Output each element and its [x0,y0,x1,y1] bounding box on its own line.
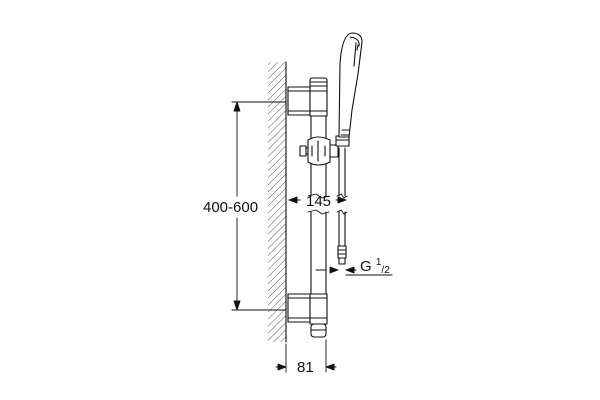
hand-shower [338,32,363,138]
break-lines [307,193,348,215]
thread-label: G 1/2 [360,257,390,276]
upper-wall-bracket [287,86,311,116]
wall [268,61,287,343]
height-range-label: 400-600 [203,199,259,216]
thread-separator: / [381,265,385,276]
slider-holder [299,135,350,166]
thread-prefix: G [360,258,372,275]
slide-rail-lower [309,211,328,338]
shower-hose [337,147,347,265]
wall-offset-label: 81 [297,359,314,376]
thread-dimension [315,266,393,276]
height-dimension [231,101,287,311]
bar-to-hose-label: 145 [306,193,332,210]
bar-to-hose-dimension [288,196,347,204]
wall-offset-dimension [275,339,337,373]
lower-wall-bracket [287,293,311,323]
thread-numerator: 1 [375,257,382,268]
thread-denominator: 2 [384,265,390,276]
